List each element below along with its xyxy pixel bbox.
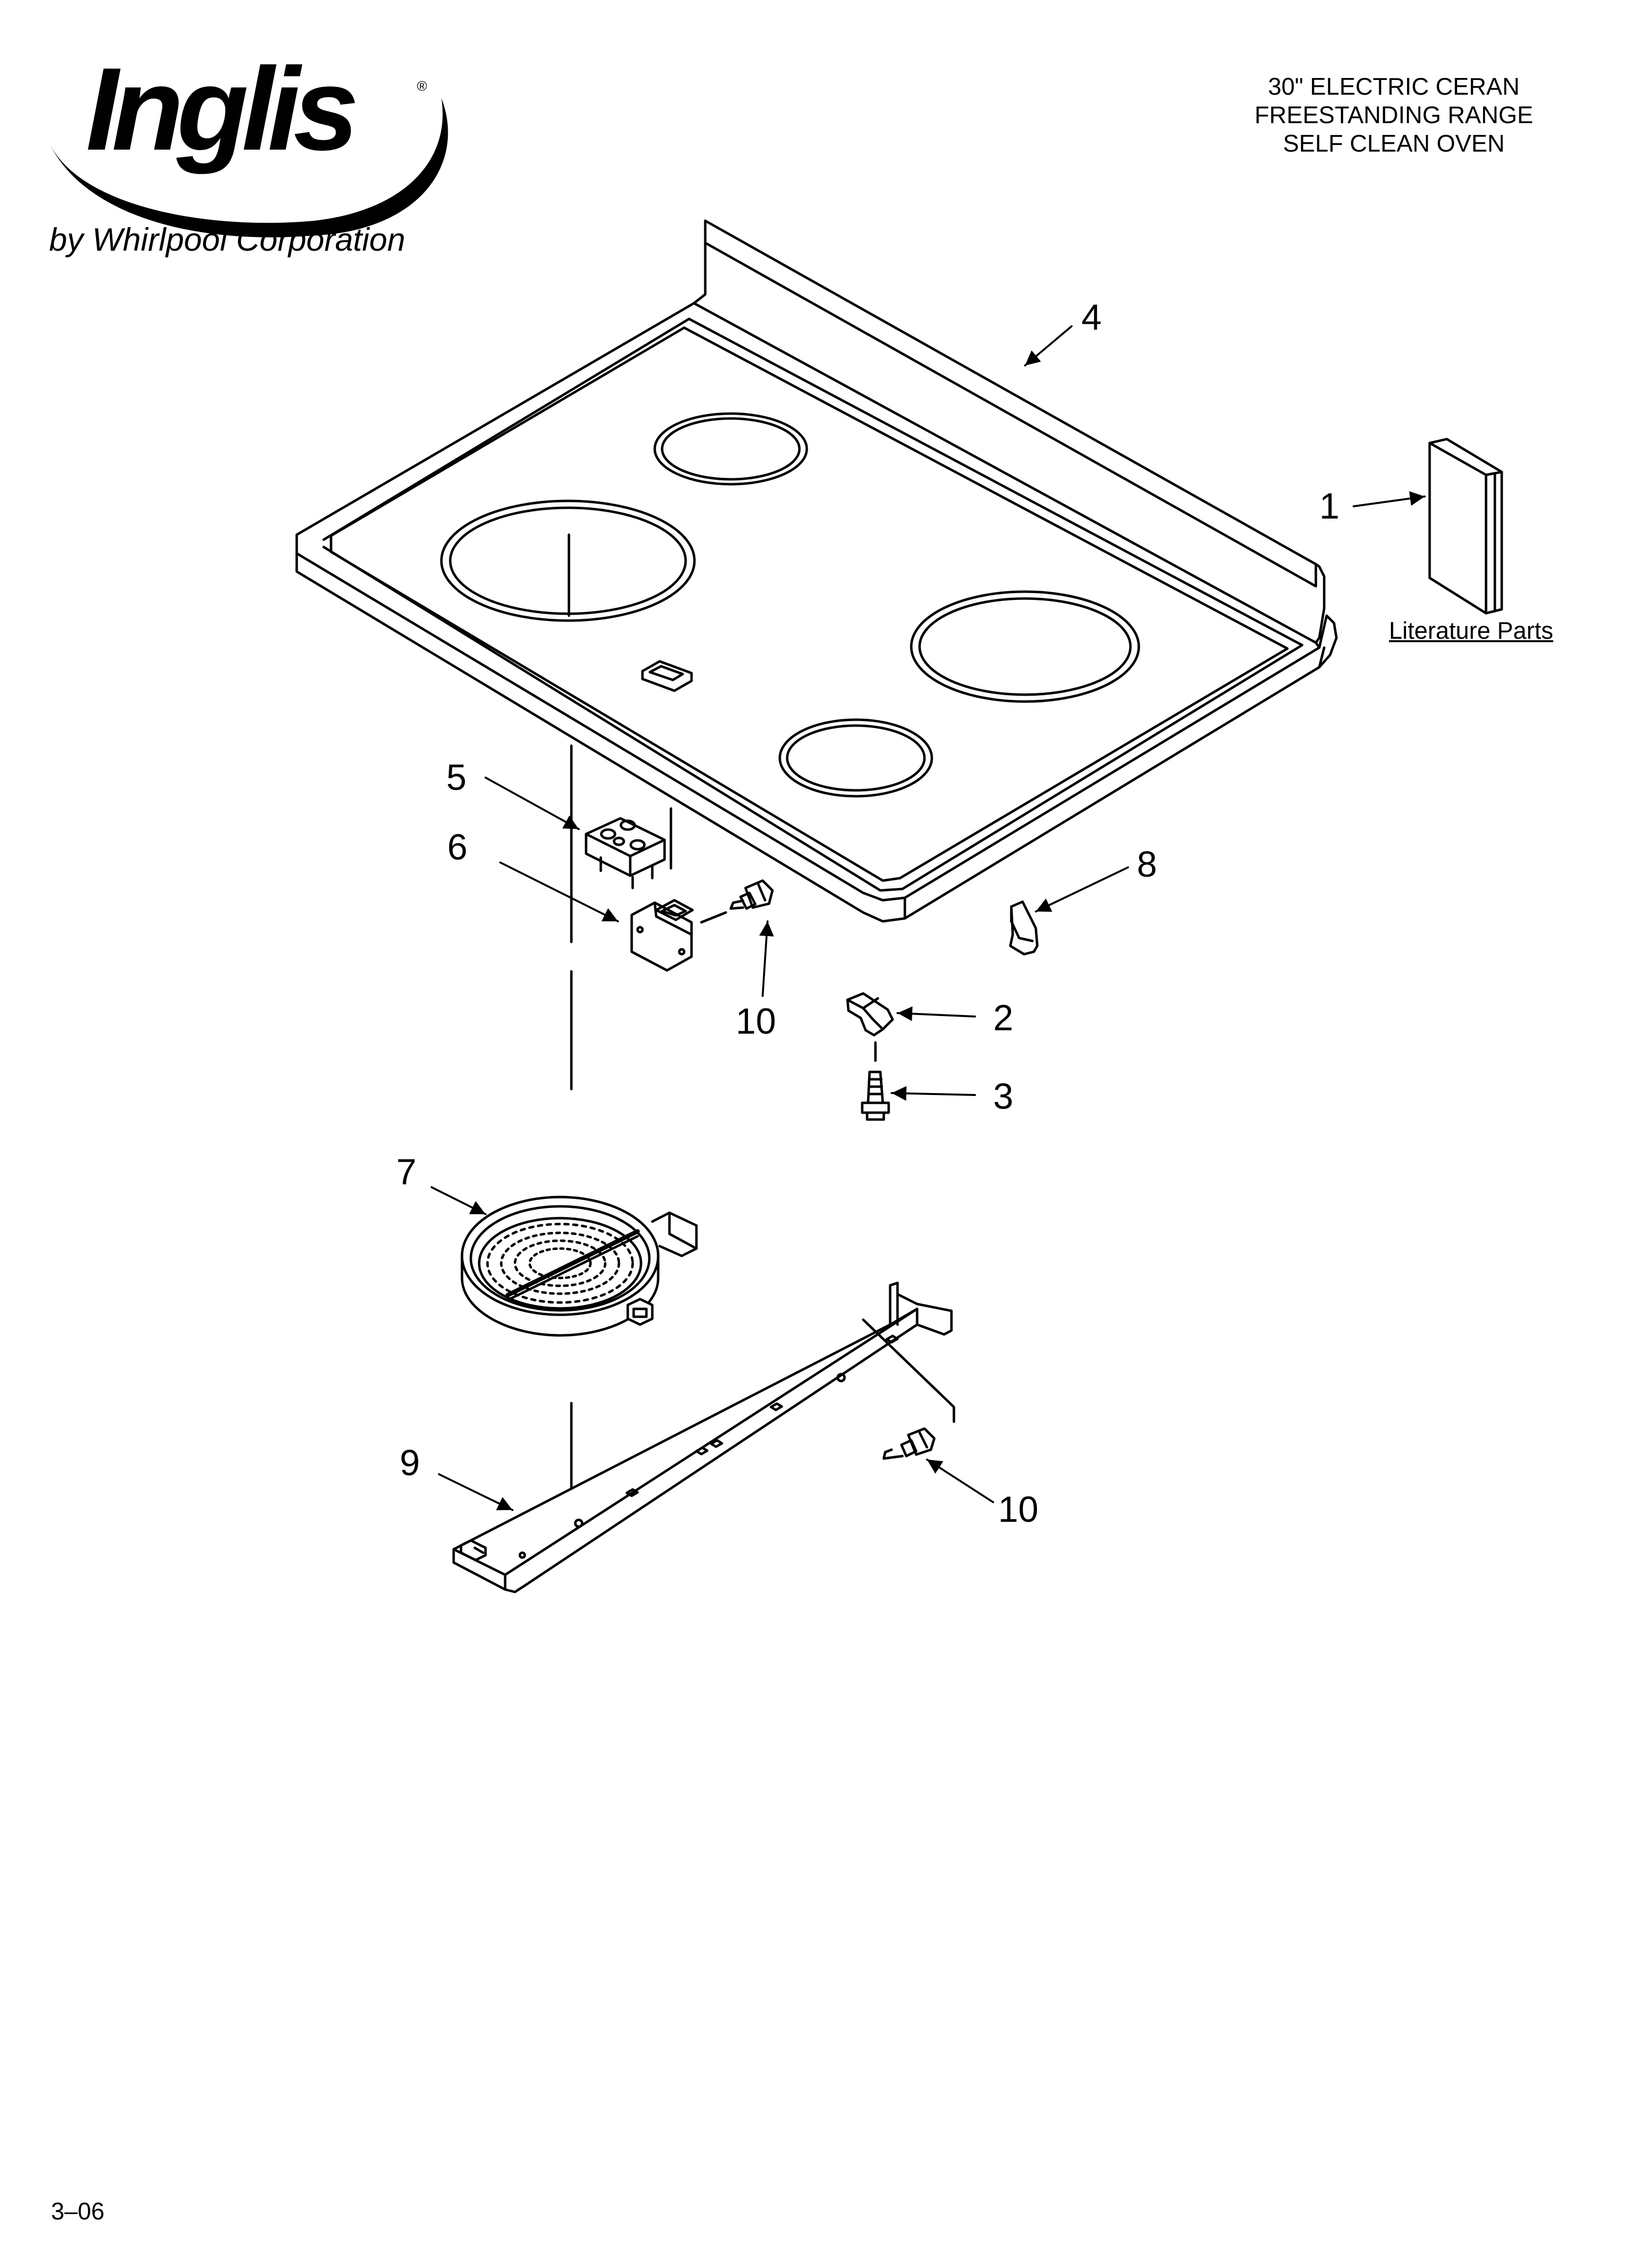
callout-3: 3 bbox=[993, 1076, 1014, 1117]
leader-9 bbox=[438, 1473, 513, 1511]
callout-7: 7 bbox=[396, 1151, 417, 1192]
model-line-2: FREESTANDING RANGE bbox=[1254, 102, 1534, 129]
clip-part-2 bbox=[846, 992, 894, 1037]
brand-byline: by Whirlpool Corporation bbox=[49, 221, 406, 258]
registered-mark: ® bbox=[417, 78, 427, 94]
callout-8: 8 bbox=[1137, 844, 1157, 885]
screw-part-10-upper bbox=[729, 879, 774, 910]
callout-4: 4 bbox=[1081, 297, 1102, 338]
indicator-light-part-5 bbox=[585, 817, 666, 889]
leader-5 bbox=[485, 777, 580, 830]
leader-10-upper bbox=[759, 920, 774, 997]
leader-10-lower bbox=[926, 1459, 994, 1503]
leader-8 bbox=[1035, 866, 1129, 912]
leader-4 bbox=[1024, 325, 1073, 366]
radiant-element-part-7 bbox=[461, 1196, 698, 1337]
screw-part-3 bbox=[861, 1070, 890, 1121]
clip-part-8 bbox=[1009, 900, 1039, 956]
inglis-logo: Inglis ® bbox=[49, 43, 448, 237]
support-bracket-part-9 bbox=[452, 1281, 953, 1593]
model-line-3: SELF CLEAN OVEN bbox=[1283, 130, 1505, 157]
callout-9: 9 bbox=[400, 1442, 420, 1483]
callout-1: 1 bbox=[1319, 486, 1340, 526]
callout-10-upper: 10 bbox=[736, 1001, 776, 1042]
leader-2 bbox=[897, 1006, 976, 1021]
callout-2: 2 bbox=[993, 997, 1014, 1038]
callout-10-lower: 10 bbox=[998, 1489, 1039, 1530]
callout-5: 5 bbox=[446, 757, 467, 798]
screw-part-10-lower bbox=[882, 1427, 936, 1460]
model-description: 30" ELECTRIC CERAN FREESTANDING RANGE SE… bbox=[1207, 73, 1580, 158]
callout-6: 6 bbox=[447, 827, 468, 867]
bracket-part-6 bbox=[630, 899, 694, 972]
leader-6 bbox=[499, 861, 619, 922]
model-line-1: 30" ELECTRIC CERAN bbox=[1268, 74, 1520, 100]
leader-7 bbox=[431, 1186, 487, 1215]
literature-parts-label: Literature Parts bbox=[1389, 618, 1553, 644]
logo-wordmark: Inglis bbox=[86, 43, 355, 175]
page-code: 3–06 bbox=[51, 2198, 105, 2225]
literature-parts-part-1 bbox=[1428, 438, 1503, 615]
leader-3 bbox=[891, 1086, 976, 1101]
cooktop-part-4 bbox=[295, 219, 1338, 923]
leader-1 bbox=[1353, 491, 1426, 507]
